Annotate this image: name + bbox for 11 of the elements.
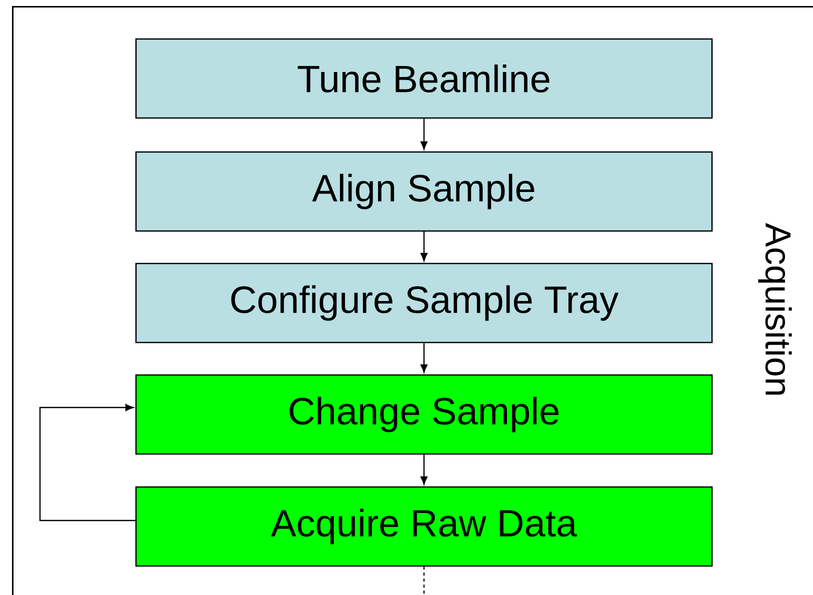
dashed-line (423, 566, 425, 595)
process-box: Acquire Raw Data (135, 486, 713, 567)
arrow (420, 343, 428, 373)
arrow (420, 454, 428, 485)
process-box: Tune Beamline (135, 38, 713, 119)
process-box: Change Sample (135, 374, 713, 455)
process-box: Configure Sample Tray (135, 262, 713, 344)
arrow (420, 232, 428, 262)
arrow (39, 404, 136, 522)
process-box: Align Sample (135, 151, 713, 232)
arrow (420, 118, 428, 150)
